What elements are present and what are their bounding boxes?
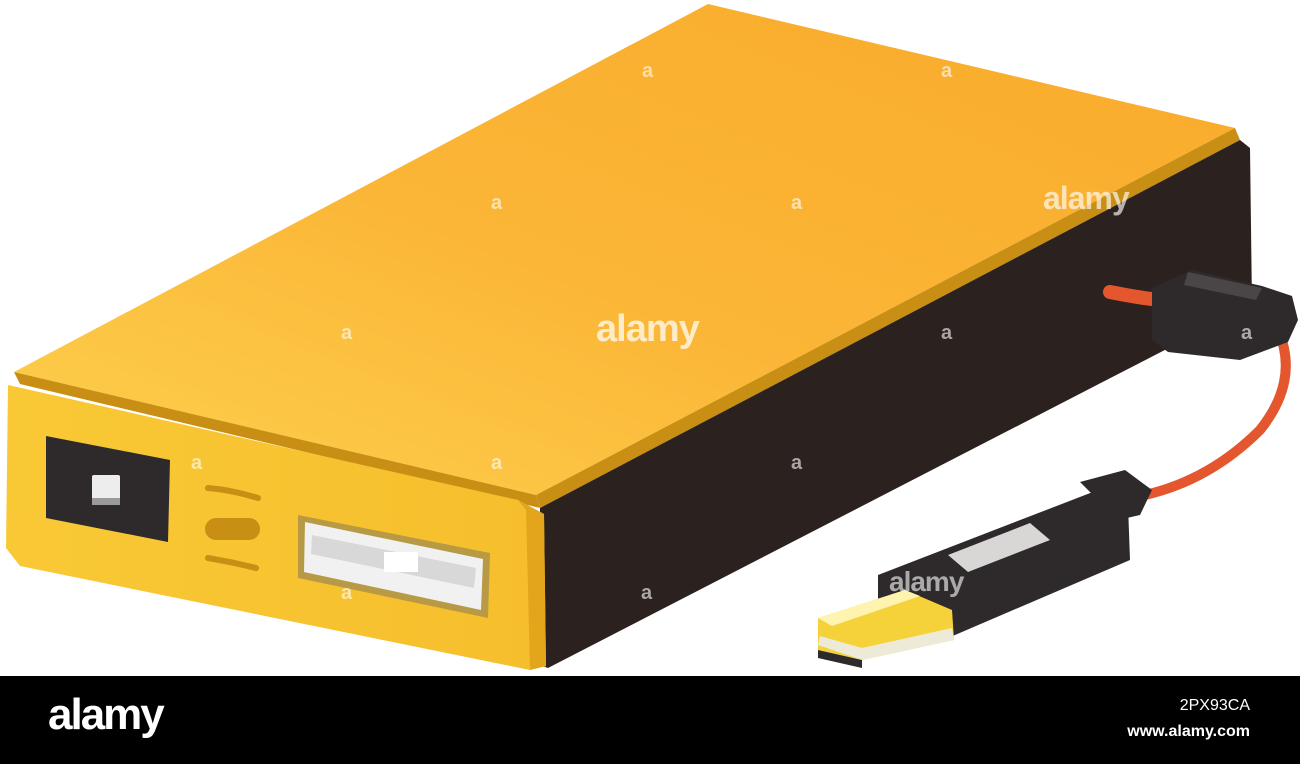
led-indicators: [205, 485, 261, 571]
usb-cable: [1080, 270, 1298, 520]
power-bank-side-face: [540, 140, 1252, 668]
usb-port: [298, 515, 490, 618]
power-bank-top-face: [14, 4, 1235, 495]
power-button: [46, 436, 170, 542]
power-bank-illustration: [6, 4, 1298, 670]
footer-bar: [0, 676, 1300, 764]
image-id-label: 2PX93CA: [1179, 697, 1250, 714]
usb-plug: [818, 490, 1130, 668]
power-bank-top-edge: [14, 372, 540, 508]
footer-logo: alamy: [48, 690, 165, 739]
power-bank-right-edge: [536, 128, 1240, 508]
footer-url: www.alamy.com: [1127, 723, 1250, 740]
